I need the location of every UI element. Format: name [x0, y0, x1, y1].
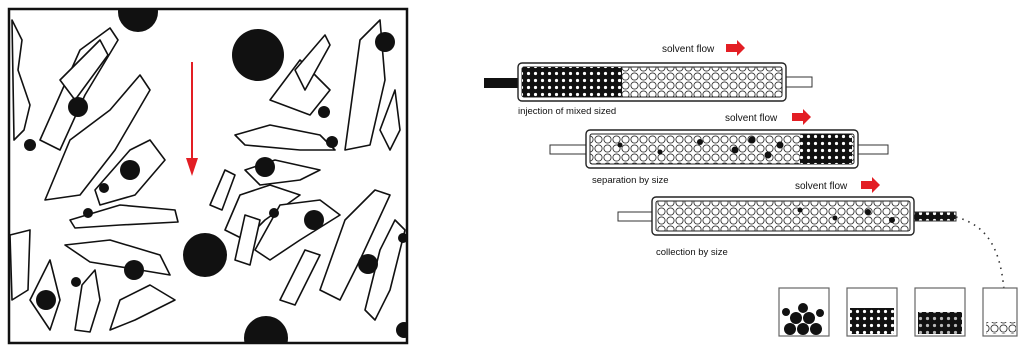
- solvent-flow-label-1: solvent flow: [662, 44, 715, 55]
- beaker-4: [983, 288, 1017, 336]
- porous-bead-closeup: [9, 0, 412, 347]
- solvent-arrow-2: [792, 109, 811, 125]
- beaker-2: [847, 288, 897, 336]
- large-molecule: [396, 322, 412, 338]
- large-molecule: [183, 233, 227, 277]
- solvent-arrow-1: [726, 40, 745, 56]
- column-collection: [618, 197, 1004, 290]
- solvent-flow-label-2: solvent flow: [725, 113, 778, 124]
- large-molecule: [232, 29, 284, 81]
- separation-label: separation by size: [592, 175, 669, 186]
- beaker-1: [779, 288, 829, 336]
- drip-path: [956, 217, 1004, 290]
- beakers: [779, 288, 1017, 336]
- beaker-3: [915, 288, 965, 336]
- solvent-flow-label-3: solvent flow: [795, 181, 848, 192]
- column-injection: [484, 63, 812, 101]
- column-process: solvent flow solvent flow solvent flow i…: [484, 40, 1017, 336]
- injection-label: injection of mixed sized: [518, 106, 616, 117]
- collection-label: collection by size: [656, 247, 728, 258]
- column-separation: [550, 130, 888, 168]
- solvent-arrow-3: [861, 177, 880, 193]
